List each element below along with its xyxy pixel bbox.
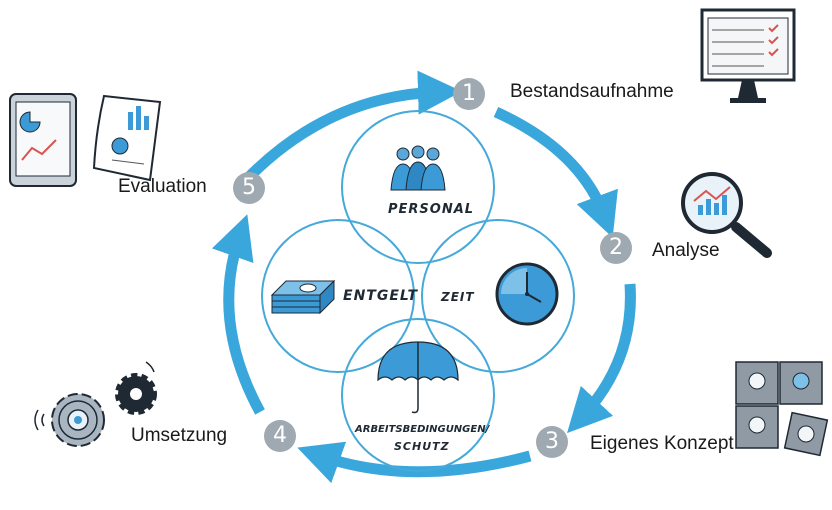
- monitor-checklist-icon: [700, 8, 796, 103]
- venn-circle-zeit: [421, 219, 575, 373]
- arrow-4-to-5: [211, 214, 265, 415]
- arrow-2-to-3: [567, 283, 636, 434]
- venn-circles: [261, 110, 575, 472]
- arrow-5-to-1: [244, 70, 462, 182]
- umbrella-icon: [377, 341, 459, 414]
- people-group-icon: [390, 145, 446, 191]
- clock-icon: [495, 262, 559, 326]
- step-5-label: Evaluation: [118, 176, 207, 197]
- step-4-badge: 4: [264, 420, 296, 452]
- step-1-label: Bestandsaufnahme: [510, 81, 674, 102]
- venn-circle-personal: [341, 110, 495, 264]
- puzzle-lightbulb-icon: [735, 361, 829, 457]
- step-3-label: Eigenes Konzept: [590, 433, 734, 454]
- venn-label-entgelt: ENTGELT: [343, 288, 419, 304]
- step-1-badge: 1: [453, 78, 485, 110]
- magnifier-chart-icon: [681, 172, 772, 258]
- tablet-report-icon: [9, 93, 162, 187]
- venn-label-arbeit-line1: ARBEITSBEDINGUNGEN/: [355, 424, 490, 435]
- venn-label-arbeit-line2: SCHUTZ: [394, 440, 450, 453]
- venn-label-personal: PERSONAL: [388, 202, 475, 217]
- money-stack-icon: [270, 279, 336, 315]
- step-3-badge: 3: [536, 426, 568, 458]
- venn-label-zeit: ZEIT: [441, 290, 475, 304]
- step-4-label: Umsetzung: [131, 425, 228, 446]
- arrow-1-to-2: [493, 106, 618, 238]
- step-2-label: Analyse: [652, 240, 720, 261]
- gears-icon: [34, 361, 157, 447]
- step-5-badge: 5: [233, 172, 265, 204]
- arrow-3-to-4: [297, 441, 532, 484]
- venn-circle-arbeit: [341, 318, 495, 472]
- cycle-arrows: [211, 70, 636, 484]
- step-2-badge: 2: [600, 232, 632, 264]
- venn-circle-entgelt: [261, 219, 415, 373]
